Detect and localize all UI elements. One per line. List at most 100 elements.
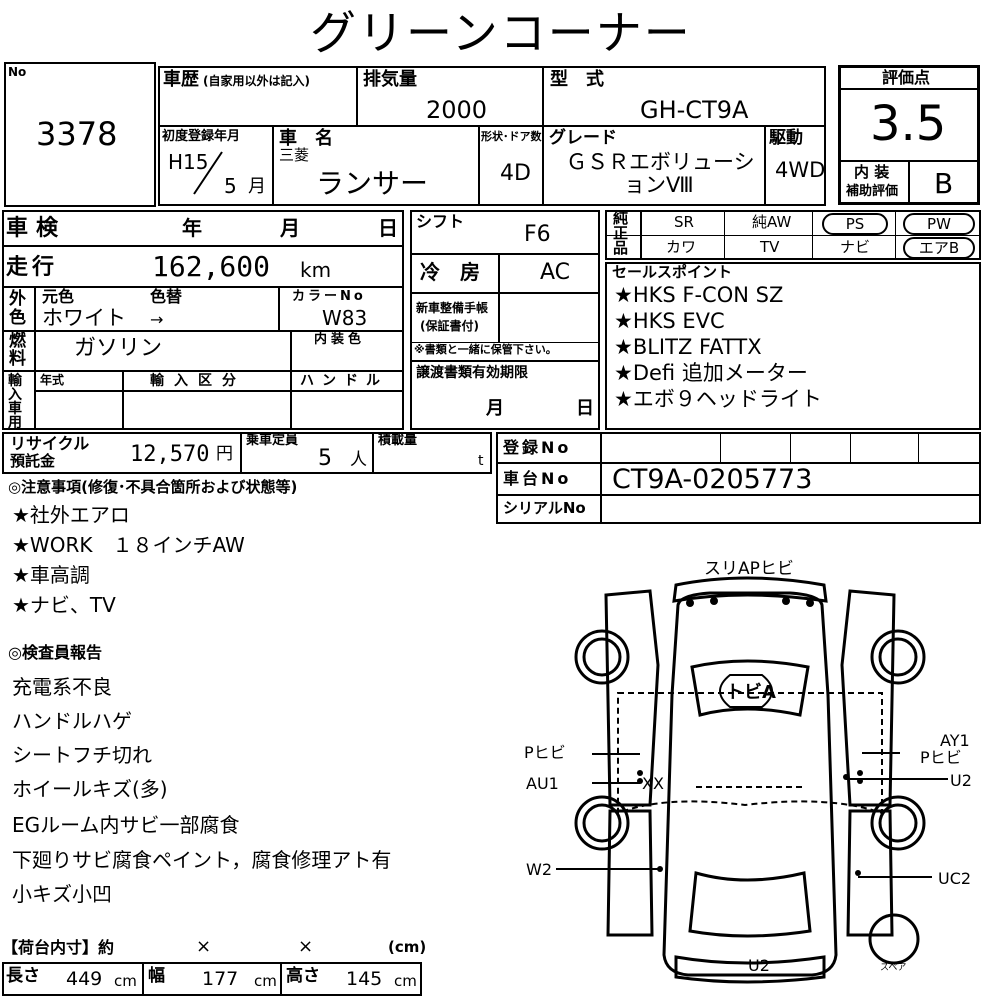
diag-right-uc-label: UC2 (938, 869, 972, 888)
width-label: 幅 (148, 966, 165, 986)
grade-line1: ＧＳＲエボリューシ (566, 150, 755, 174)
dimensions-row (2, 962, 422, 996)
service-book-sublabel: (保証書付) (420, 319, 479, 333)
diag-front-label: スリAPヒビ (704, 559, 794, 579)
diag-spare-label: スペア (880, 963, 907, 973)
sales-points-label: セールスポイント (612, 263, 733, 281)
color-code: W83 (322, 306, 368, 330)
length-unit: cm (114, 972, 137, 990)
capacity-value: 5 (318, 446, 332, 471)
inspector-item: ハンドルハゲ (12, 709, 132, 733)
import-class-label: 輸入区分 (150, 373, 246, 389)
equip-pw: PW (903, 213, 975, 235)
model-value: GH-CT9A (640, 96, 749, 124)
inspector-item: EGルーム内サビ一部腐食 (12, 813, 240, 837)
note-item: ★社外エアロ (12, 503, 130, 527)
import-handle-label: ハンドル (300, 373, 388, 389)
equip-genuine-aw: 純AW (752, 213, 792, 231)
equip-navi: ナビ (840, 238, 871, 256)
displacement-value: 2000 (426, 96, 488, 124)
inspector-item: シートフチ切れ (12, 743, 152, 767)
damage-diagram (556, 576, 948, 984)
inspection-day: 日 (378, 216, 398, 240)
drive-value: 4WD (775, 158, 826, 182)
sales-point-item: ★BLITZ FATTX (614, 335, 762, 359)
recycle-value: 12,570 (130, 442, 210, 467)
diag-right-ay-label: AY1 (940, 731, 970, 750)
height-label: 高さ (286, 966, 320, 986)
note-item: ★ナビ、TV (12, 593, 116, 617)
color-value: ホワイト (42, 306, 126, 330)
sales-point-item: ★HKS EVC (614, 309, 725, 333)
inspection-block (2, 210, 404, 430)
mileage-unit: km (300, 258, 332, 282)
mileage-label: 走行 (6, 255, 59, 280)
color-side-1: 外 (9, 289, 26, 309)
capacity-unit: 人 (350, 450, 367, 470)
import-year-label: 年式 (40, 373, 65, 387)
recycle-unit: 円 (216, 444, 233, 464)
chassis-label: 車台No (503, 469, 572, 488)
slash-divider (193, 151, 223, 195)
cargo-label: 【荷台内寸】約 (2, 938, 115, 957)
color-arrow: → (150, 310, 164, 329)
equip-sr: SR (674, 213, 694, 231)
history-sublabel: (自家用以外は記入) (203, 74, 310, 88)
interior-color-label: 内装色 (314, 332, 366, 347)
note-item: ★WORK １８インチAW (12, 533, 245, 557)
chassis-number: CT9A-0205773 (612, 464, 813, 495)
grade-label: グレード (549, 128, 617, 148)
recycle-row (2, 432, 492, 474)
first-reg-year: H15 (168, 150, 209, 174)
drive-label: 駆動 (769, 128, 803, 148)
service-book-note: ※書類と一緒に保管下さい。 (414, 343, 557, 356)
diag-right-p-label: Pヒビ (920, 748, 962, 767)
ac-value: AC (540, 260, 571, 285)
shift-block (410, 210, 600, 430)
interior-score: B (934, 167, 954, 200)
diag-right-u-label: U2 (950, 771, 972, 790)
inspector-item: ホイールキズ(多) (12, 777, 168, 801)
sales-point-item: ★エボ９ヘッドライト (614, 387, 822, 411)
cargo-unit: (cm) (388, 938, 427, 956)
inspection-year: 年 (182, 216, 202, 240)
height-unit: cm (394, 972, 417, 990)
model-label: 型 式 (550, 69, 604, 90)
first-reg-label: 初度登録年月 (162, 129, 241, 144)
service-book-label: 新車整備手帳 (416, 301, 489, 315)
sales-points-block (605, 262, 981, 430)
serial-label: シリアルNo (503, 499, 586, 517)
width-unit: cm (254, 972, 277, 990)
inspector-label: ◎検査員報告 (8, 643, 102, 662)
inspector-item: 下廻りサビ腐食ペイント，腐食修理アト有 (12, 848, 392, 872)
color-change-label: 色替 (150, 287, 183, 306)
mileage-value: 162,600 (152, 250, 271, 283)
notes-label: ◎注意事項(修復･不具合箇所および状態等) (8, 478, 298, 496)
note-item: ★車高調 (12, 563, 90, 587)
length-label: 長さ (6, 966, 40, 986)
sales-point-item: ★Defi 追加メーター (614, 361, 808, 385)
transfer-label: 譲渡書類有効期限 (416, 365, 528, 381)
doors-label: 形状･ドア数 (481, 130, 542, 143)
transfer-day: 日 (576, 398, 594, 419)
fuel-value: ガソリン (74, 336, 163, 361)
width-value: 177 (202, 968, 239, 990)
inspection-month: 月 (280, 216, 300, 240)
equip-ps: PS (822, 213, 888, 235)
first-reg-month-unit: 月 (248, 176, 266, 197)
diag-hood-label: トビA (726, 682, 776, 703)
diag-left-w-label: W2 (526, 860, 552, 879)
capacity-label: 乗車定員 (246, 433, 299, 448)
height-value: 145 (346, 968, 383, 990)
inspection-label: 車検 (6, 216, 67, 241)
car-maker: 三菱 (279, 146, 310, 164)
load-unit: t (478, 453, 484, 469)
history-label: 車歴 (163, 69, 199, 90)
interior-sublabel: 補助評価 (846, 184, 899, 199)
shift-value: F6 (524, 222, 551, 247)
registration-block (496, 432, 981, 524)
car-name-value: ランサー (316, 167, 429, 200)
lot-number-box (4, 62, 156, 207)
transfer-month: 月 (486, 398, 504, 419)
recycle-label: リサイクル (10, 434, 90, 453)
